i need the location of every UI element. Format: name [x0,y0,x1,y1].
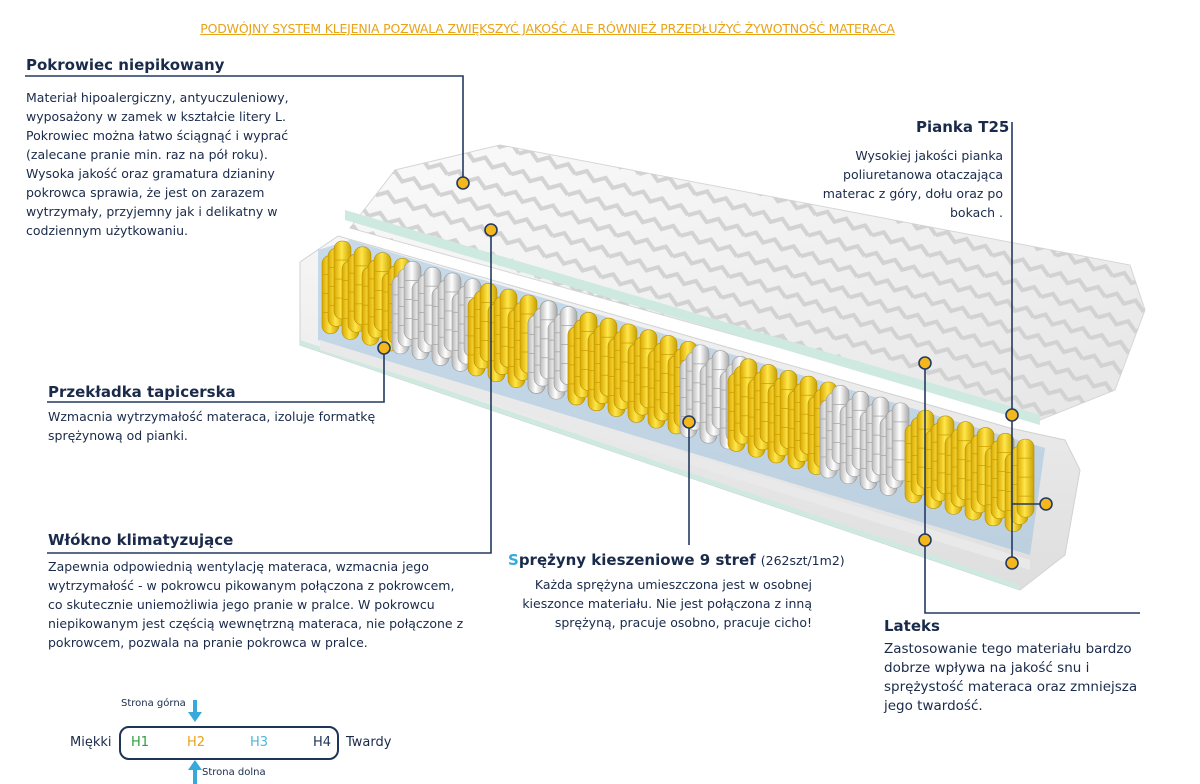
foam-title: Pianka T25 [916,118,1010,136]
springs-line: sprężyną, pracuje osobno, pracuje cicho! [554,615,812,630]
latex-line: Zastosowanie tego materiału bardzo [884,641,1132,657]
cover-line: wytrzymały, przyjemny jak i delikatny w [26,204,278,219]
spacer-line: Wzmacnia wytrzymałość materaca, izoluje … [48,409,376,424]
firmness-level-h4: H4 [313,735,332,750]
fiber-line: niepikowanym jest częścią wewnętrzną mat… [48,616,464,631]
foam-line: materac z góry, dołu oraz po [822,186,1003,201]
foam-line: Wysokiej jakości pianka [855,148,1003,163]
cover-line: Wysoka jakość oraz gramatura dzianiny [26,166,275,181]
fiber-leader-line [47,230,492,554]
fiber-line: pokrowcem, pozwala na pranie pokrowca w … [48,635,368,650]
fiber-line: Zapewnia odpowiednią wentylację materaca… [48,559,429,574]
cover-line: Pokrowiec można łatwo ściągnąć i wyprać [26,128,289,143]
springs-title-initial: S [508,551,519,569]
cover-title: Pokrowiec niepikowany [26,56,225,74]
foam-top-marker-dot [1005,408,1019,422]
springs-title: Sprężyny kieszeniowe 9 stref (262szt/1m2… [508,550,845,569]
latex-title: Lateks [884,617,940,635]
firmness-level-h2: H2 [187,735,206,750]
latex-leader-line [924,363,1140,614]
springs-line: Każda sprężyna umieszczona jest w osobne… [534,577,812,592]
cover-line: wyposażony w zamek w kształcie litery L. [26,109,286,124]
springs-marker-dot [682,415,696,429]
foam-side-marker-dot [1039,497,1053,511]
springs-title-note: (262szt/1m2) [760,553,845,568]
top-side-label: Strona górna [121,698,186,709]
cover-leader-line [25,75,464,183]
spacer-description: Wzmacnia wytrzymałość materaca, izoluje … [48,407,408,445]
latex-line: sprężystość materaca oraz zmniejsza [884,679,1138,695]
bottom-side-arrow-icon [188,760,202,770]
foam-line: bokach . [949,205,1003,220]
firmness-level-h1: H1 [131,735,150,750]
latex-line: jego twardość. [884,698,983,714]
latex-line: dobrze wpływa na jakość snu i [884,660,1090,676]
foam-description: Wysokiej jakości pianka poliuretanowa ot… [800,146,1003,222]
fiber-title: Włókno klimatyzujące [48,531,234,549]
springs-line: kieszonce materiału. Nie jest połączona … [522,596,812,611]
fiber-line: wytrzymałość - w pokrowcu pikowanym połą… [48,578,455,593]
spacer-leader-line [47,348,385,403]
cover-line: pokrowca sprawia, że jest on zarazem [26,185,265,200]
pocket-spring [1016,438,1035,518]
firmness-scale-box [119,726,339,760]
hard-label: Twardy [346,735,392,750]
latex-description: Zastosowanie tego materiału bardzo dobrz… [884,640,1184,716]
top-side-arrow-shaft [193,700,197,714]
firmness-level-h3: H3 [250,735,269,750]
cover-line: codziennym użytkowaniu. [26,223,188,238]
foam-line: poliuretanowa otaczająca [843,167,1003,182]
cover-description: Materiał hipoalergiczny, antyuczuleniowy… [26,88,326,240]
fiber-marker-dot [484,223,498,237]
bottom-side-arrow-shaft [193,768,197,784]
cover-line: (zalecane pranie min. raz na pół roku). [26,147,268,162]
spacer-marker-dot [377,341,391,355]
springs-description: Każda sprężyna umieszczona jest w osobne… [505,575,812,632]
latex-bottom-marker-dot [918,533,932,547]
cover-line: Materiał hipoalergiczny, antyuczuleniowy… [26,90,289,105]
foam-bottom-marker-dot [1005,556,1019,570]
top-side-arrow-icon [188,712,202,722]
headline: PODWÓJNY SYSTEM KLEJENIA POZWALA ZWIĘKSZ… [200,21,895,36]
bottom-side-label: Strona dolna [202,767,266,778]
springs-title-text: prężyny kieszeniowe 9 stref [518,551,756,569]
fiber-line: co skutecznie uniemożliwia jego pranie w… [48,597,435,612]
spacer-line: sprężynową od pianki. [48,428,188,443]
spacer-title: Przekładka tapicerska [48,383,236,401]
soft-label: Miękki [70,735,112,750]
latex-top-marker-dot [918,356,932,370]
fiber-description: Zapewnia odpowiednią wentylację materaca… [48,557,488,652]
cover-marker-dot [456,176,470,190]
